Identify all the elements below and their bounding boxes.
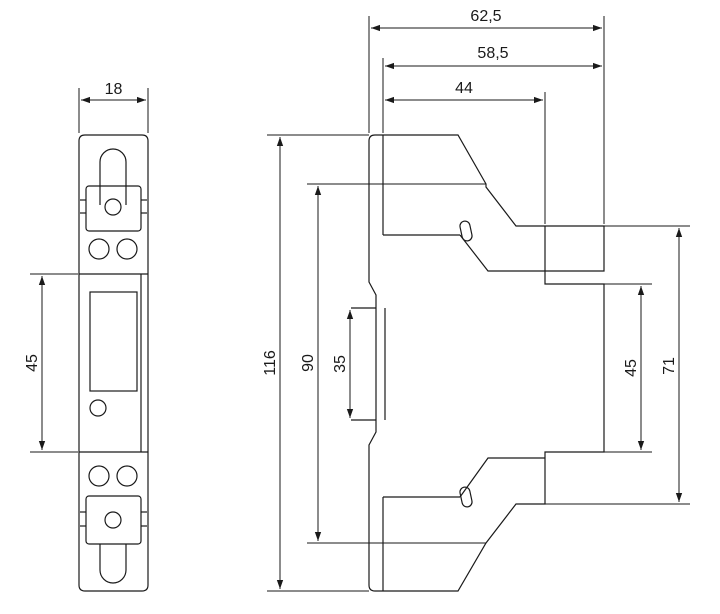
din-rail-label: 35 xyxy=(332,355,349,373)
side-body-outline xyxy=(368,134,605,592)
side-view: 62,5 58,5 44 116 90 35 45 71 xyxy=(262,8,690,592)
lcd-display-window xyxy=(89,291,138,392)
bottom-clip-slot xyxy=(99,544,127,584)
step-height-label: 71 xyxy=(661,357,678,375)
overall-height-label: 116 xyxy=(262,350,279,376)
bottom-left-terminal-hole xyxy=(88,465,110,487)
rail-depth-label: 58,5 xyxy=(477,45,508,62)
top-terminal-screw xyxy=(104,198,122,216)
overall-depth-label: 62,5 xyxy=(470,8,501,25)
bottom-terminal-block xyxy=(85,495,142,545)
front-view: 18 45 xyxy=(24,81,149,592)
bottom-right-terminal-hole xyxy=(116,465,138,487)
indicator-led xyxy=(89,399,107,417)
top-right-terminal-hole xyxy=(116,238,138,260)
top-clip-slot xyxy=(99,148,127,205)
body-depth-label: 44 xyxy=(455,80,473,97)
front-body-outline xyxy=(78,134,149,592)
terminal-height-label: 90 xyxy=(300,354,317,372)
top-left-terminal-hole xyxy=(88,238,110,260)
top-terminal-block xyxy=(85,185,142,232)
upper-mounting-slot xyxy=(459,220,473,242)
front-width-label: 18 xyxy=(105,81,123,98)
front-face-height-label: 45 xyxy=(623,359,640,377)
front-display-height-label: 45 xyxy=(24,354,41,372)
bottom-terminal-screw xyxy=(104,511,122,529)
din-rail-recess xyxy=(351,307,386,421)
lower-mounting-slot xyxy=(459,486,473,508)
